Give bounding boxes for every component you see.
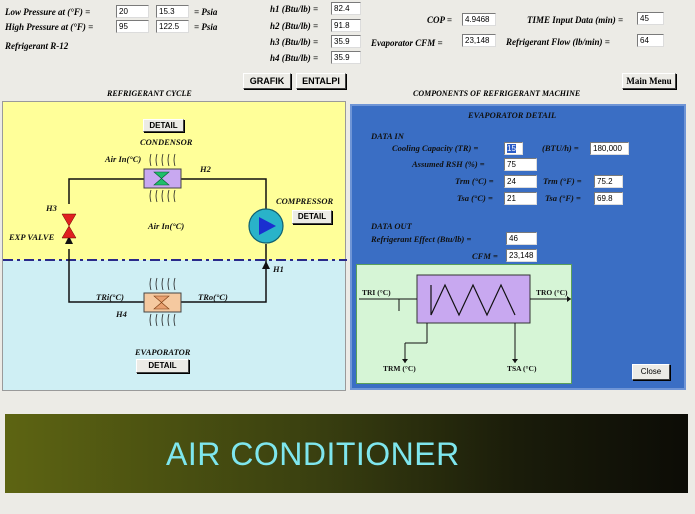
evap-detail-title: EVAPORATOR DETAIL: [468, 110, 557, 120]
compressor-detail-button[interactable]: DETAIL: [292, 210, 332, 224]
ref-effect-label: Refrigerant Effect (Btu/lb) =: [371, 234, 472, 244]
h1-input[interactable]: 82.4: [331, 2, 361, 15]
components-title: COMPONENTS OF REFRIGERANT MACHINE: [413, 89, 581, 98]
trm-c-label: Trm (°C) =: [455, 176, 494, 186]
h1-label: h1 (Btu/lb) =: [270, 4, 319, 14]
refrigerant-cycle-panel: DETAIL CONDENSOR Air In(°C) H2 Air In(°C…: [2, 101, 347, 391]
evaporator-fan-icon: [153, 295, 170, 310]
air-in-top-label: Air In(°C): [105, 154, 142, 164]
main-menu-button[interactable]: Main Menu: [622, 73, 676, 89]
refrig-flow-input[interactable]: 64: [637, 34, 664, 47]
btuh-label: (BTU/h) =: [542, 143, 579, 153]
h3-input[interactable]: 35.9: [331, 35, 361, 48]
cfm-label: CFM =: [472, 251, 498, 261]
refrigerant-cycle-title: REFRIGERANT CYCLE: [107, 89, 192, 98]
tro-label: TRo(°C): [198, 292, 228, 302]
refrig-flow-label: Refrigerant Flow (lb/min) =: [506, 37, 610, 47]
arrow-up-left: [65, 236, 73, 244]
grafik-button[interactable]: GRAFIK: [243, 73, 291, 89]
tro-arrow: [567, 296, 571, 302]
evaporator-schematic-svg: [359, 274, 571, 363]
high-pressure-label: High Pressure at (°F) =: [5, 22, 94, 32]
condenser-air-arrows: [149, 153, 176, 203]
cop-label: COP =: [427, 15, 453, 25]
tsa-diagram-label: TSA (°C): [507, 364, 537, 373]
ref-effect-input[interactable]: 46: [506, 232, 537, 245]
evaporator-box: [143, 292, 182, 313]
h1-label-cycle: H1: [273, 264, 284, 274]
high-pressure-psia-input[interactable]: 122.5: [156, 20, 189, 33]
compressor-icon: [259, 217, 276, 235]
condenser-detail-button[interactable]: DETAIL: [143, 119, 184, 132]
banner-title: AIR CONDITIONER: [166, 436, 460, 472]
tsa-f-input[interactable]: 69.8: [594, 192, 623, 205]
trm-c-input[interactable]: 24: [504, 175, 537, 188]
h2-label: h2 (Btu/lb) =: [270, 21, 319, 31]
cycle-diagram: [3, 153, 347, 327]
time-input[interactable]: 45: [637, 12, 664, 25]
time-label: TIME Input Data (min) =: [527, 15, 624, 25]
condenser-fan-icon: [153, 171, 170, 186]
exp-valve-top: [61, 213, 77, 227]
coil-zigzag: [430, 283, 516, 317]
cooling-capacity-label: Cooling Capacity (TR) =: [392, 143, 479, 153]
entalpi-button[interactable]: ENTALPI: [296, 73, 346, 89]
h2-label: H2: [200, 164, 211, 174]
h3-label: H3: [46, 203, 57, 213]
evaporator-label: EVAPORATOR: [135, 347, 191, 357]
data-in-label: DATA IN: [371, 131, 404, 141]
air-in-bottom-label: Air In(°C): [148, 221, 185, 231]
rsh-label: Assumed RSH (%) =: [412, 159, 485, 169]
tri-label: TRi(°C): [96, 292, 124, 302]
arrow-up-right: [262, 261, 270, 269]
refrigerant-label: Refrigerant R-12: [5, 41, 69, 51]
cooling-capacity-tr-input[interactable]: 15: [504, 142, 523, 155]
low-pressure-f-input[interactable]: 20: [116, 5, 149, 18]
rsh-input[interactable]: 75: [504, 158, 537, 171]
trm-f-label: Trm (°F) =: [543, 176, 582, 186]
low-pressure-label: Low Pressure at (°F) =: [5, 7, 91, 17]
h4-label: h4 (Btu/lb) =: [270, 53, 319, 63]
evaporator-detail-button[interactable]: DETAIL: [136, 359, 189, 373]
evaporator-air-arrows: [149, 277, 176, 327]
trm-diagram-label: TRM (°C): [383, 364, 416, 373]
pipe-condenser-valve: [68, 178, 144, 204]
evaporator-detail-panel: EVAPORATOR DETAIL DATA IN Cooling Capaci…: [350, 104, 686, 390]
pipe-compressor-condenser: [181, 178, 267, 209]
coil-box: [416, 274, 531, 324]
compressor-label: COMPRESSOR: [276, 196, 334, 206]
tsa-c-label: Tsa (°C) =: [457, 193, 493, 203]
h4-input[interactable]: 35.9: [331, 51, 361, 64]
h4-label: H4: [116, 309, 127, 319]
tsa-f-label: Tsa (°F) =: [545, 193, 581, 203]
h3-label: h3 (Btu/lb) =: [270, 37, 319, 47]
high-pressure-f-input[interactable]: 95: [116, 20, 149, 33]
trm-arrow: [402, 359, 408, 363]
exp-valve-label: EXP VALVE: [9, 232, 55, 242]
cop-input[interactable]: 4.9468: [462, 13, 496, 26]
tri-diagram-label: TRI (°C): [362, 288, 391, 297]
evap-cfm-label: Evaporator CFM =: [371, 38, 443, 48]
tsa-arrow: [512, 359, 518, 363]
tro-diagram-label: TRO (°C): [536, 288, 568, 297]
data-out-label: DATA OUT: [371, 221, 412, 231]
low-pressure-psia-input[interactable]: 15.3: [156, 5, 189, 18]
high-pressure-unit: = Psia: [194, 22, 218, 32]
air-conditioner-banner: AIR CONDITIONER: [5, 414, 688, 493]
cfm-input[interactable]: 23,148: [506, 249, 537, 262]
pipe-valve-evaporator: [68, 249, 144, 303]
condenser-box: [143, 168, 182, 189]
low-pressure-unit: = Psia: [194, 7, 218, 17]
evap-cfm-input[interactable]: 23,148: [462, 34, 496, 47]
h2-input[interactable]: 91.8: [331, 19, 361, 32]
close-button[interactable]: Close: [632, 364, 670, 380]
trm-f-input[interactable]: 75.2: [594, 175, 623, 188]
exp-valve-bottom: [61, 225, 77, 239]
evaporator-schematic: TRI (°C) TRO (°C) TRM (°C) TSA (°C): [356, 264, 572, 384]
tsa-c-input[interactable]: 21: [504, 192, 537, 205]
cooling-capacity-btuh-input[interactable]: 180,000: [590, 142, 629, 155]
condenser-label: CONDENSOR: [140, 137, 193, 147]
